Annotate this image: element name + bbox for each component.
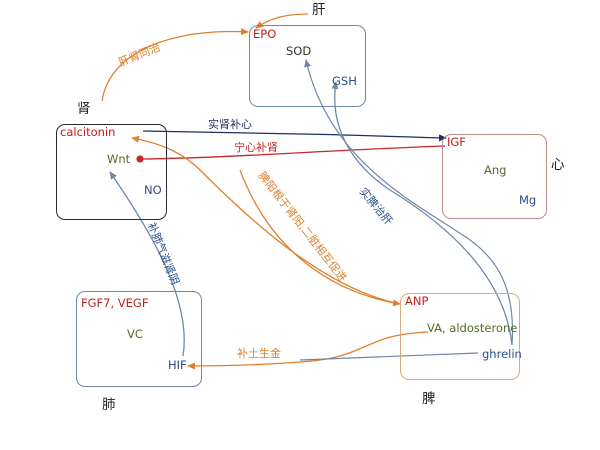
item-hif: HIF [168,358,187,372]
item-ghrelin: ghrelin [482,347,522,361]
item-sod: SOD [286,44,312,58]
heart-box [442,134,547,219]
edge-label-heart-kidney: 宁心补肾 [234,141,278,154]
lung-box [76,291,202,387]
item-va-aldosterone: VA, aldosterone [427,321,518,335]
organ-label-lung: 肺 [102,397,116,413]
arrow-heart-to-kidney [141,145,446,160]
arrow-spleen-to-lung [187,331,429,370]
liver-box [249,25,366,107]
wnt-endpoint-dot [136,155,144,163]
item-gsh: GSH [332,74,357,88]
item-no: NO [144,183,162,197]
arrow-kidney-to-spleen [239,169,401,307]
arrow-kidney-to-heart [142,130,447,142]
line-ghrelin-to-hif [299,352,479,361]
arrow-spleen-to-sod [304,59,514,346]
arrow-lung-to-kidney [109,171,185,357]
organ-label-spleen: 脾 [422,391,436,407]
item-calcitonin: calcitonin [60,125,116,139]
organ-label-heart: 心 [551,157,565,173]
arrow-spleen-to-kidney [131,135,396,304]
organ-label-liver: 肝 [312,2,326,18]
item-wnt: Wnt [107,152,131,166]
edge-label-spleen-lung: 补土生金 [237,347,281,360]
organ-label-kidney: 肾 [77,101,91,117]
item-mg: Mg [519,193,537,207]
edge-label-kidney-heart: 实肾补心 [208,118,252,131]
item-anp: ANP [405,294,429,308]
item-vc: VC [127,327,143,341]
kidney-box [56,124,167,220]
item-ang: Ang [484,163,507,177]
item-fgf7-vegf: FGF7, VEGF [81,296,149,310]
item-epo: EPO [253,27,277,41]
spleen-box [400,293,520,380]
arrow-spleen-to-liver [331,81,513,346]
arrow-kidney-to-epo [101,28,249,102]
item-igf: IGF [447,135,466,149]
